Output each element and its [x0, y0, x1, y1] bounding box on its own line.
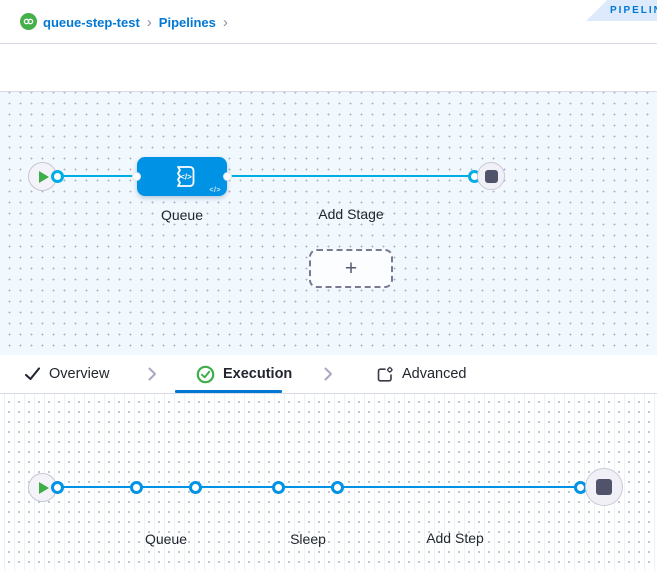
stage-graph-canvas[interactable]: </> </> Queue + Add Stage: [0, 92, 657, 355]
advanced-icon: [377, 366, 393, 382]
breadcrumb-bar: queue-step-test › Pipelines › PIPELINE S…: [0, 0, 657, 44]
pipeline-studio-ribbon: PIPELINE STUDIO: [586, 0, 657, 21]
tab-execution-label: Execution: [223, 366, 293, 382]
add-stage-button[interactable]: +: [309, 249, 393, 288]
execution-graph-canvas[interactable]: </> Queue </> </> Sleep + Add Step: [0, 394, 657, 571]
port[interactable]: [331, 480, 344, 494]
pipeline-studio-label: PIPELINE STUDIO: [610, 5, 657, 16]
step-sleep-label: Sleep: [290, 531, 326, 547]
breadcrumb-separator: ›: [146, 14, 152, 31]
breadcrumb-pipelines-link[interactable]: Pipelines: [158, 14, 216, 30]
port[interactable]: [189, 480, 202, 494]
tab-overview[interactable]: Overview: [24, 355, 109, 393]
execution-start-node[interactable]: [28, 473, 57, 502]
stage-config-tabs: Overview Execution Advanced: [0, 355, 657, 394]
port[interactable]: [130, 480, 143, 494]
stop-icon: [596, 479, 612, 495]
tab-overview-label: Overview: [49, 366, 110, 382]
stop-icon: [484, 169, 498, 183]
plus-icon: +: [344, 257, 358, 280]
stage-code-badge[interactable]: </>: [209, 187, 221, 194]
stage-start-port[interactable]: [51, 169, 64, 183]
step-queue-label: Queue: [144, 531, 188, 547]
svg-text:</>: </>: [180, 173, 192, 182]
chevron-right-icon: [324, 367, 333, 386]
stage-in-port[interactable]: [132, 172, 141, 181]
add-stage-label: Add Stage: [318, 206, 384, 222]
port[interactable]: [51, 480, 64, 494]
project-harness-icon: [20, 13, 37, 30]
tab-execution[interactable]: Execution: [196, 355, 292, 393]
pipeline-header: Queue VISUAL: [0, 44, 657, 125]
check-icon: [24, 367, 41, 381]
breadcrumb-separator: ›: [222, 14, 228, 31]
execution-edge: [57, 485, 581, 488]
chevron-right-icon: [148, 367, 157, 386]
stage-edge: [57, 174, 477, 177]
stage-end-node[interactable]: [477, 162, 505, 190]
play-icon: [39, 170, 49, 183]
add-step-label: Add Step: [426, 530, 484, 546]
stage-label: Queue: [160, 207, 204, 223]
breadcrumb: queue-step-test › Pipelines ›: [43, 0, 228, 44]
execution-end-node[interactable]: [585, 468, 623, 506]
tab-advanced-label: Advanced: [402, 366, 467, 382]
success-check-icon: [196, 365, 215, 383]
play-icon: [39, 481, 49, 494]
port[interactable]: [272, 480, 285, 494]
custom-stage-icon: </>: [177, 166, 195, 187]
tab-advanced[interactable]: Advanced: [376, 355, 467, 393]
stage-node-queue[interactable]: </> </>: [132, 157, 232, 196]
breadcrumb-project-link[interactable]: queue-step-test: [43, 14, 140, 30]
stage-out-port[interactable]: [223, 172, 232, 181]
active-tab-underline: [175, 390, 282, 393]
